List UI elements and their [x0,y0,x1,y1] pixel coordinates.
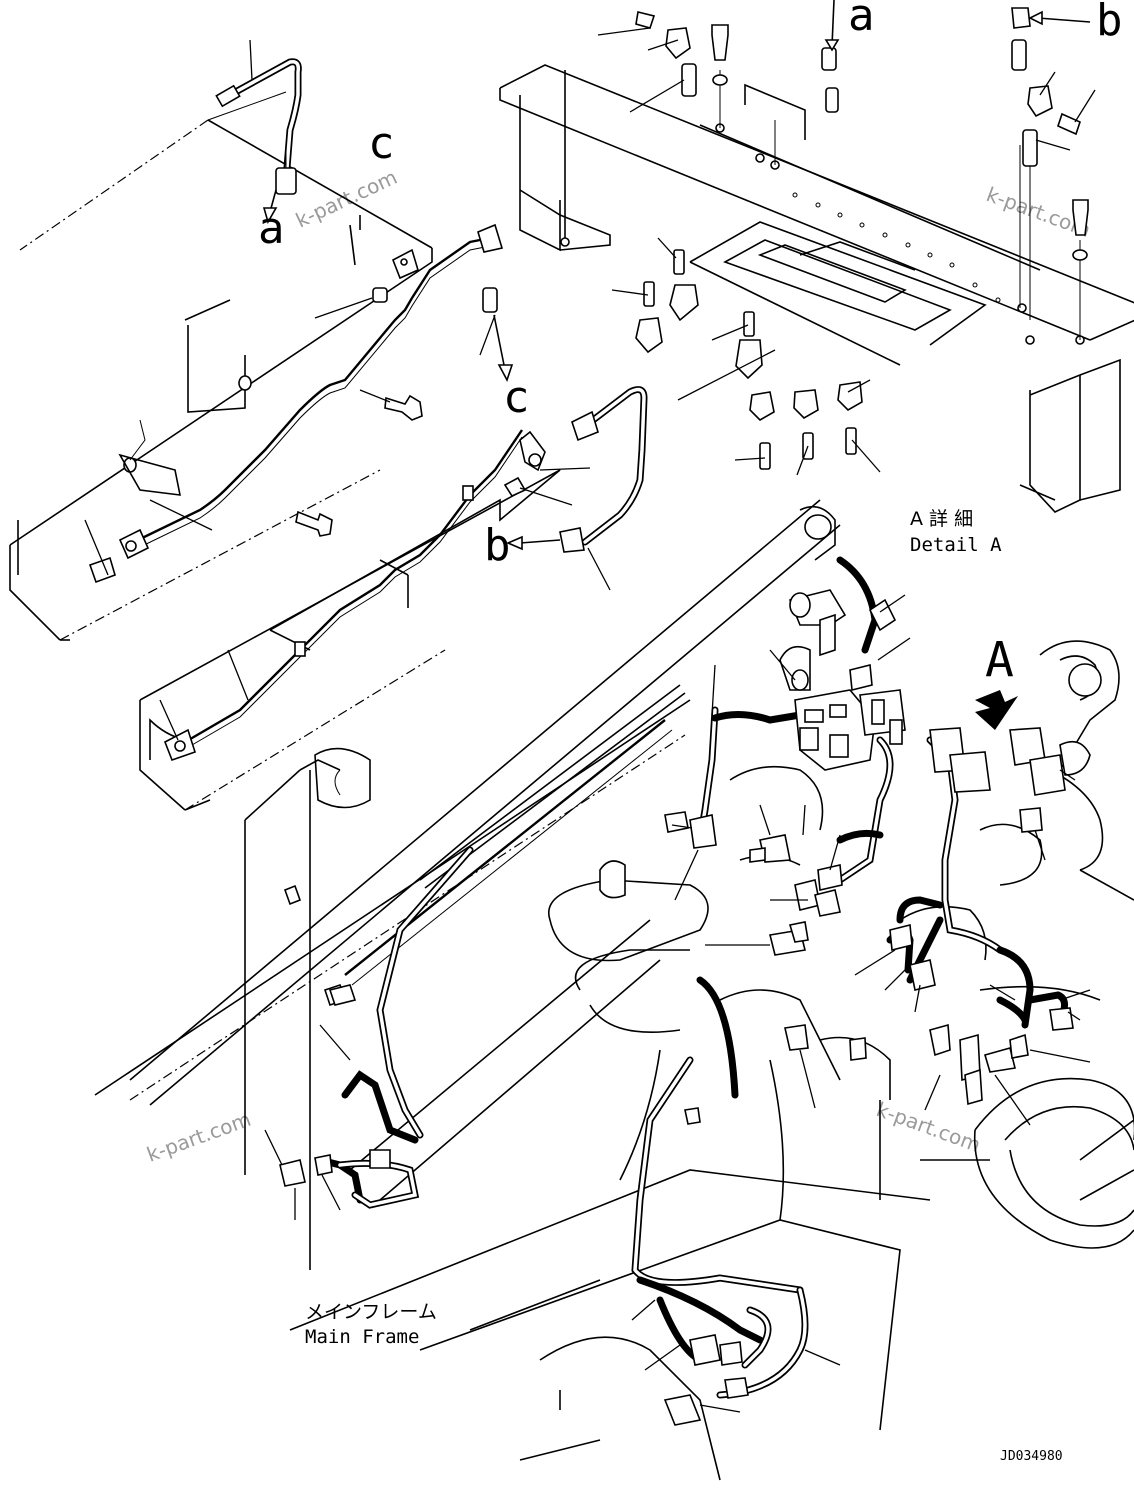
callout-A-view: A [985,632,1014,688]
detail-a-title-jp: A 詳 細 [910,508,973,530]
upper-brake-pipe [84,189,514,584]
callout-b-top: b [1096,0,1123,46]
frame-wiring-harness [316,556,1068,1399]
callout-b-left: b [484,520,511,571]
brake-valve-cluster [279,589,1091,1426]
main-frame-label-jp: メインフレーム [305,1301,437,1323]
callout-a-left: a [258,203,285,254]
callout-c-upper: c [368,118,395,169]
watermark: k-part.com [873,1097,984,1157]
upper-left-frame-rail [9,119,433,641]
main-frame-label-en: Main Frame [305,1326,419,1348]
detail-a-title-en: Detail A [910,534,1002,556]
b-brake-hose [505,386,648,591]
lower-left-frame-rail [139,469,561,811]
detail-a-plate [499,64,1134,513]
detail-a-fittings [597,0,1096,476]
view-a-arrow [975,690,1018,730]
main-frame-body [94,499,1134,1481]
watermark: k-part.com [144,1107,255,1167]
lower-brake-pipe [159,429,591,762]
drawing-code: JD034980 [1000,1449,1063,1464]
upper-left-brake-hose [207,39,302,195]
callout-c-lower: c [503,372,530,423]
callout-a-top: a [848,0,875,41]
main-frame-leaders [264,594,1091,1413]
